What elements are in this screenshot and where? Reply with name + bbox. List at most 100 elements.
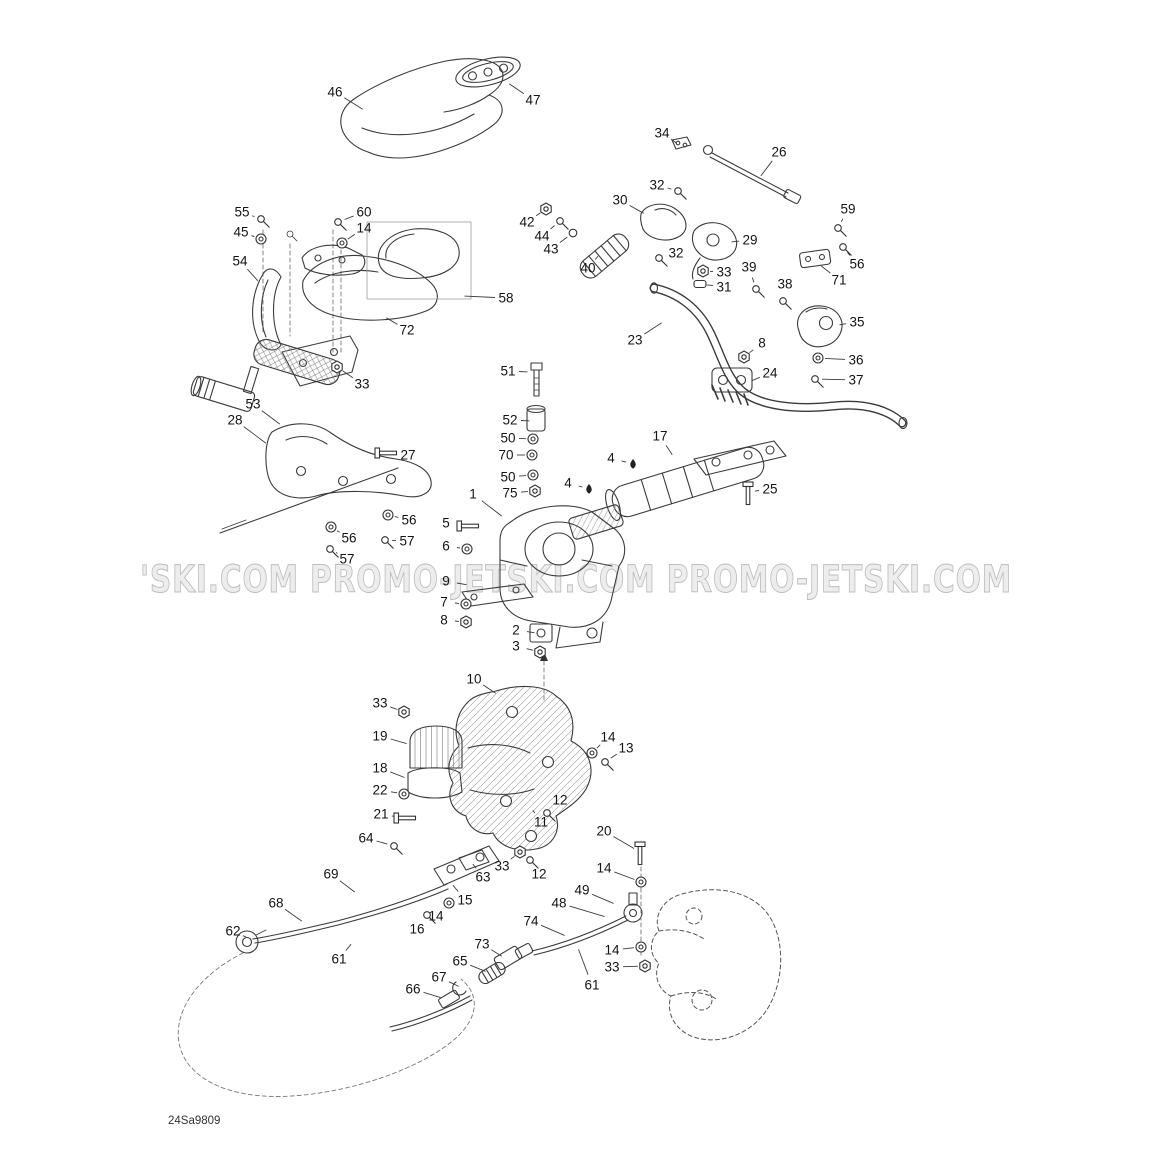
screw-part-icon — [839, 243, 852, 256]
part-number-label: 8 — [758, 336, 766, 351]
steering-mount-bracket — [301, 244, 366, 276]
washer-part-icon — [586, 747, 598, 759]
callout-55: 55 — [234, 205, 270, 228]
seat-pad — [340, 58, 504, 159]
part-number-label: 36 — [848, 353, 863, 368]
part-number-label: 74 — [523, 914, 539, 929]
callout-31: 31 — [693, 280, 732, 295]
part-number-label: 52 — [502, 413, 517, 428]
callout-30: 30 — [612, 193, 644, 214]
screw-part-icon — [526, 856, 539, 869]
callout-68: 68 — [268, 896, 303, 922]
part-number-label: 60 — [356, 205, 371, 220]
callout-57: 57 — [381, 534, 415, 549]
part-number-label: 11 — [534, 815, 548, 830]
part-number-label: 14 — [604, 943, 620, 958]
callout-74: 74 — [523, 914, 565, 936]
callout-54: 54 — [232, 254, 259, 282]
callout-13: 13 — [601, 741, 634, 771]
exploded-view-art — [177, 56, 908, 1097]
callout-50: 50 — [500, 469, 539, 485]
steering-cable — [177, 883, 475, 1097]
nut-part-icon — [534, 645, 546, 659]
callout-8: 8 — [440, 613, 472, 629]
callout-20: 20 — [596, 824, 646, 866]
part-number-label: 57 — [399, 534, 414, 549]
steering-stem — [568, 440, 787, 540]
part-number-label: 40 — [580, 261, 595, 276]
part-number-label: 24 — [762, 366, 778, 381]
part-number-label: 4 — [564, 476, 572, 491]
washer-part-icon — [443, 897, 455, 909]
callout-47: 47 — [508, 83, 541, 108]
callout-44: 44 — [534, 217, 569, 244]
callout-46: 46 — [327, 85, 363, 110]
washer-part-icon — [526, 449, 538, 461]
callout-16: 16 — [409, 911, 436, 937]
part-number-label: 55 — [234, 205, 249, 220]
steering-support — [499, 505, 626, 701]
washer-part-icon — [527, 433, 539, 445]
part-number-label: 51 — [500, 364, 515, 379]
part-number-label: 45 — [233, 225, 248, 240]
washer-part-icon — [461, 543, 473, 555]
callout-38: 38 — [777, 277, 793, 310]
part-number-label: 15 — [457, 893, 472, 908]
part-number-label: 63 — [475, 870, 490, 885]
boltH-part-icon — [456, 520, 480, 532]
boltH-part-icon — [374, 447, 398, 459]
part-number-label: 50 — [500, 470, 515, 485]
callout-37: 37 — [811, 373, 864, 388]
part-number-label: 64 — [358, 831, 374, 846]
part-number-label: 61 — [584, 978, 599, 993]
part-number-label: 21 — [373, 807, 388, 822]
part-number-label: 22 — [372, 783, 387, 798]
callout-35: 35 — [839, 315, 865, 330]
nut-part-icon — [738, 350, 750, 364]
callout-69: 69 — [323, 867, 356, 893]
part-number-label: 20 — [596, 824, 611, 839]
nut-part-icon — [398, 705, 410, 719]
callout-33: 33 — [494, 845, 526, 874]
part-number-label: 31 — [716, 280, 731, 295]
callout-32: 32 — [655, 246, 684, 267]
spacer-block — [529, 623, 553, 643]
part-number-label: 3 — [512, 639, 520, 654]
handlebar-clamp — [711, 367, 753, 393]
callout-33: 33 — [331, 360, 370, 392]
callout-11: 11 — [532, 809, 548, 830]
callout-4: 4 — [564, 476, 592, 494]
washer-part-icon — [382, 509, 394, 521]
part-number-label: 53 — [245, 397, 260, 412]
cable-boot — [797, 305, 843, 348]
part-number-label: 56 — [341, 531, 356, 546]
part-number-label: 70 — [498, 448, 513, 463]
screw-part-icon — [834, 224, 847, 237]
part-number-label: 14 — [428, 909, 444, 924]
part-number-label: 13 — [618, 741, 633, 756]
screw-part-icon — [752, 285, 765, 298]
callout-42: 42 — [519, 202, 552, 230]
support-bracket-71 — [799, 248, 832, 269]
part-number-label: 58 — [498, 291, 513, 306]
washer-part-icon — [527, 469, 539, 481]
part-number-label: 33 — [716, 265, 731, 280]
screw-part-icon — [423, 911, 436, 924]
cable-clamp — [407, 725, 463, 799]
washer-part-icon — [635, 876, 647, 888]
part-number-label: 6 — [442, 539, 450, 554]
steering-cover — [302, 254, 438, 321]
callout-25: 25 — [742, 481, 778, 506]
nut-part-icon — [639, 959, 651, 973]
callout-63: 63 — [472, 863, 491, 885]
callout-8: 8 — [738, 336, 766, 364]
callout-51: 51 — [500, 364, 528, 379]
callout-71: 71 — [820, 265, 847, 288]
throttle-cable-lower — [389, 915, 629, 1032]
part-number-label: 26 — [771, 145, 786, 160]
callout-2: 2 — [512, 623, 535, 638]
part-number-label: 33 — [494, 859, 509, 874]
callout-75: 75 — [502, 484, 541, 501]
